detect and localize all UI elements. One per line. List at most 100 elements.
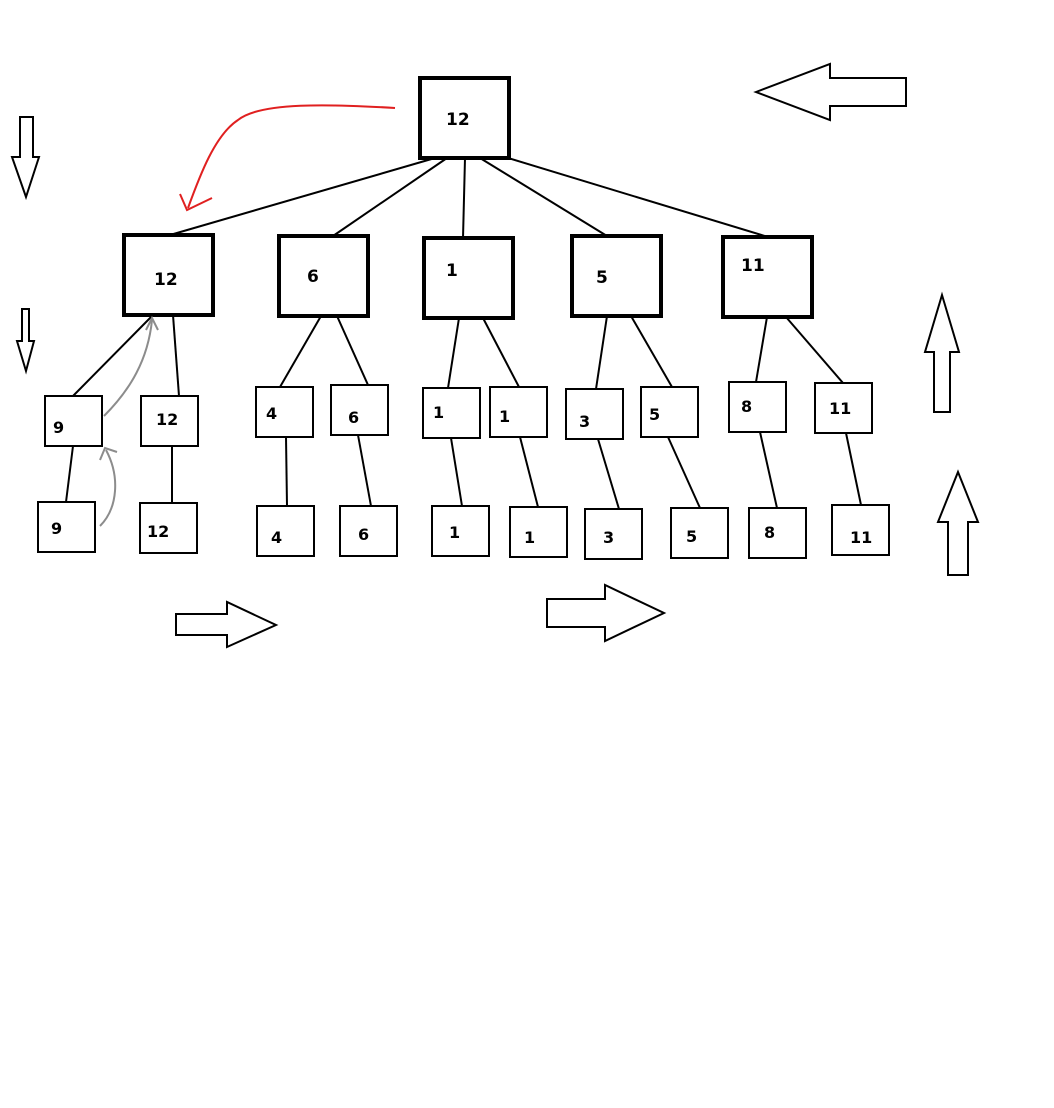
node-box — [330, 384, 389, 436]
gray-arrowhead-icon — [145, 315, 159, 331]
node-value: 6 — [307, 267, 319, 287]
edge-b-b2 — [336, 315, 369, 386]
node-value: 8 — [741, 397, 752, 416]
tree-node-c1x: 1 — [431, 505, 490, 557]
gray-arrowhead-icon — [99, 446, 118, 461]
tree-node-b1: 4 — [255, 386, 314, 438]
node-box — [831, 504, 890, 556]
node-value: 12 — [147, 522, 169, 541]
edge-r-d — [479, 157, 608, 237]
node-value: 11 — [741, 256, 765, 276]
tree-node-d2x: 5 — [670, 507, 729, 559]
gray-curved-arrow-lower — [99, 449, 117, 527]
node-box — [509, 506, 568, 558]
edge-c-c2 — [482, 317, 520, 388]
arrow-down-small-left-icon — [15, 308, 36, 375]
edge-e2-e2x — [845, 432, 862, 506]
node-value: 9 — [51, 519, 62, 538]
tree-node-b2: 6 — [330, 384, 389, 436]
annotation-curves — [99, 104, 396, 527]
node-box — [814, 382, 873, 434]
edge-r-c — [462, 157, 466, 239]
tree-node-e1x: 8 — [748, 507, 807, 559]
tree-node-a: 12 — [122, 233, 215, 317]
edge-c-c1 — [447, 317, 460, 389]
node-box — [489, 386, 548, 438]
edge-a1-a1x — [65, 445, 74, 503]
node-box — [44, 395, 103, 447]
node-box — [256, 505, 315, 557]
tree-node-a1x: 9 — [37, 501, 96, 553]
tree-node-d1: 3 — [565, 388, 624, 440]
arrow-left-top-icon — [753, 62, 907, 122]
node-value: 5 — [686, 527, 697, 546]
node-box — [431, 505, 490, 557]
arrow-right-bottom-mid-icon — [546, 583, 667, 643]
tree-node-c1: 1 — [422, 387, 481, 439]
node-value: 6 — [358, 525, 369, 544]
edge-d1-d1x — [597, 438, 620, 510]
node-box — [422, 387, 481, 439]
tree-node-a1: 9 — [44, 395, 103, 447]
edge-r-e — [507, 157, 769, 238]
tree-node-b2x: 6 — [339, 505, 398, 557]
node-value: 3 — [603, 528, 614, 547]
node-box — [418, 76, 511, 160]
node-value: 1 — [449, 523, 460, 542]
node-box — [640, 386, 699, 438]
red-curved-arrow — [187, 104, 396, 209]
edge-b1-b1x — [285, 436, 288, 507]
node-value: 1 — [499, 407, 510, 426]
edge-a-a2 — [172, 314, 180, 397]
tree-node-c: 1 — [422, 236, 515, 320]
tree-node-b1x: 4 — [256, 505, 315, 557]
node-box — [422, 236, 515, 320]
edge-c1-c1x — [450, 437, 463, 507]
node-value: 1 — [524, 528, 535, 547]
tree-node-a2x: 12 — [139, 502, 198, 554]
node-box — [570, 234, 663, 318]
tree-node-c2: 1 — [489, 386, 548, 438]
node-value: 5 — [596, 268, 608, 288]
node-value: 6 — [348, 408, 359, 427]
edge-d-d1 — [595, 315, 608, 390]
node-box — [584, 508, 643, 560]
tree-node-b: 6 — [277, 234, 370, 318]
node-value: 12 — [156, 410, 178, 429]
edge-r-a — [169, 157, 436, 236]
node-value: 8 — [764, 523, 775, 542]
node-value: 1 — [433, 403, 444, 422]
arrow-up-right-lower-icon — [936, 469, 980, 576]
node-value: 12 — [154, 270, 178, 290]
tree-node-e: 11 — [721, 235, 814, 319]
edge-e1-e1x — [759, 431, 778, 509]
node-value: 3 — [579, 412, 590, 431]
node-value: 12 — [446, 110, 470, 130]
tree-node-e2: 11 — [814, 382, 873, 434]
node-value: 4 — [266, 404, 277, 423]
node-box — [140, 395, 199, 447]
arrow-right-bottom-left-icon — [175, 600, 279, 649]
direction-arrows — [10, 62, 980, 649]
edge-d-d2 — [630, 315, 673, 388]
tree-node-e2x: 11 — [831, 504, 890, 556]
node-value: 9 — [53, 418, 64, 437]
tree-node-d2: 5 — [640, 386, 699, 438]
tree-node-r: 12 — [418, 76, 511, 160]
node-value: 5 — [649, 405, 660, 424]
arrow-up-right-upper-icon — [923, 291, 961, 413]
edge-c2-c2x — [519, 436, 539, 508]
edge-b-b1 — [279, 315, 322, 388]
tree-node-e1: 8 — [728, 381, 787, 433]
node-box — [255, 386, 314, 438]
tree-node-c2x: 1 — [509, 506, 568, 558]
edge-e-e1 — [755, 316, 768, 383]
gray-curved-arrow-upper — [103, 319, 153, 417]
node-box — [728, 381, 787, 433]
tree-node-d1x: 3 — [584, 508, 643, 560]
edge-b2-b2x — [357, 434, 372, 507]
node-value: 1 — [446, 261, 458, 281]
tree-edges — [65, 157, 862, 510]
arrow-down-top-left-icon — [10, 116, 41, 201]
